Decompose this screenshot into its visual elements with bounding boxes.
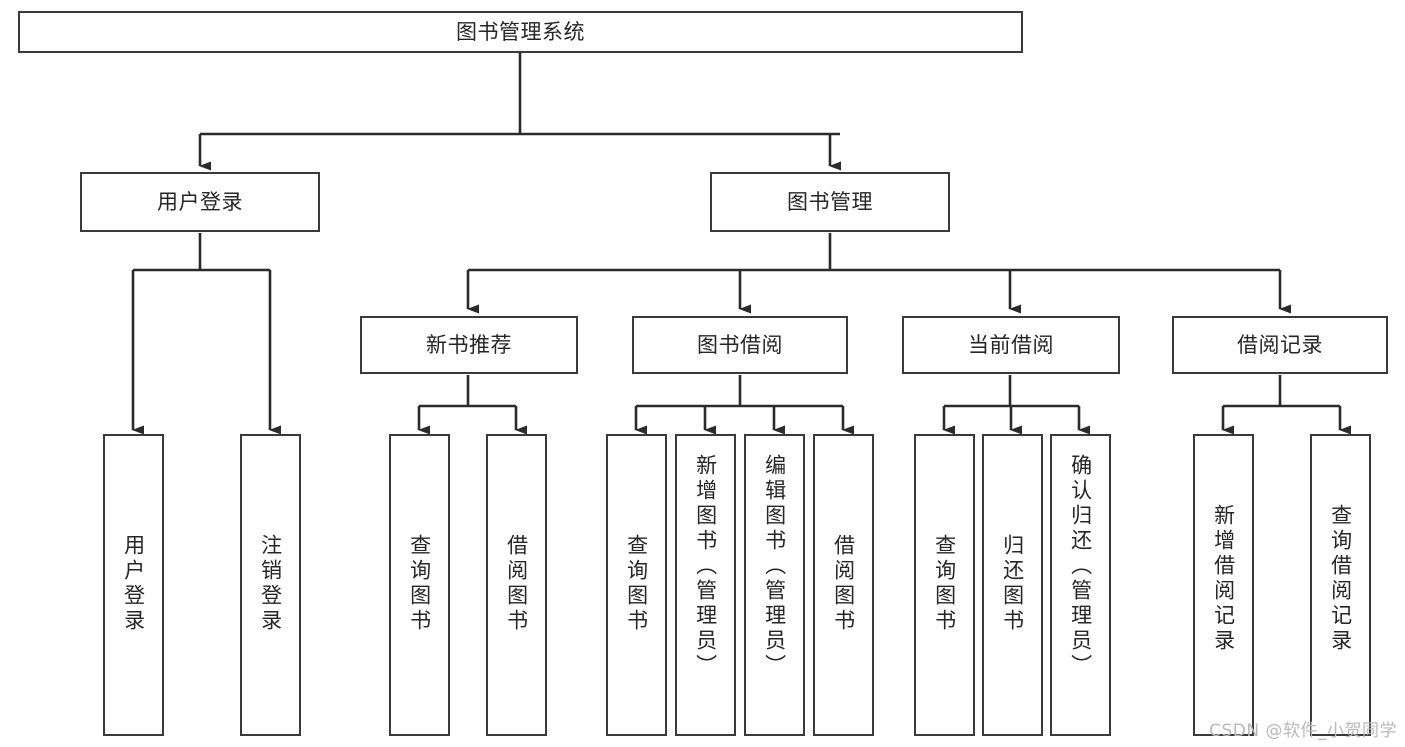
node-leaf-borrow-book-1[interactable]: 借阅图书 — [486, 434, 547, 736]
node-user-login-label: 用户登录 — [157, 189, 243, 214]
node-leaf-query-book-1-label: 查询图书 — [407, 534, 432, 634]
node-leaf-user-login[interactable]: 用户登录 — [103, 434, 164, 736]
node-leaf-borrow-book-1-label: 借阅图书 — [504, 534, 529, 634]
node-leaf-confirm-return[interactable]: 确认归还（管理员） — [1050, 434, 1111, 736]
node-book-borrow-label: 图书借阅 — [697, 332, 783, 357]
node-leaf-query-book-2-label: 查询图书 — [624, 534, 649, 634]
node-book-borrow[interactable]: 图书借阅 — [632, 316, 848, 374]
node-leaf-query-book-2[interactable]: 查询图书 — [606, 434, 667, 736]
node-new-book-recommend-label: 新书推荐 — [426, 332, 512, 357]
node-leaf-edit-book[interactable]: 编辑图书（管理员） — [744, 434, 805, 736]
node-new-book-recommend[interactable]: 新书推荐 — [360, 316, 578, 374]
node-leaf-return-book-label: 归还图书 — [1000, 534, 1025, 634]
node-leaf-user-login-label: 用户登录 — [121, 534, 146, 634]
node-leaf-borrow-book-2[interactable]: 借阅图书 — [813, 434, 874, 736]
node-current-borrow[interactable]: 当前借阅 — [902, 316, 1120, 374]
node-leaf-user-logout-label: 注销登录 — [258, 534, 283, 634]
node-leaf-add-record-label: 新增借阅记录 — [1211, 504, 1236, 654]
node-leaf-query-book-3[interactable]: 查询图书 — [914, 434, 975, 736]
node-leaf-confirm-return-label: 确认归还（管理员） — [1068, 454, 1093, 679]
node-leaf-query-record[interactable]: 查询借阅记录 — [1310, 434, 1371, 736]
node-leaf-edit-book-label: 编辑图书（管理员） — [762, 454, 787, 679]
node-leaf-query-book-3-label: 查询图书 — [932, 534, 957, 634]
node-leaf-query-record-label: 查询借阅记录 — [1328, 504, 1353, 654]
node-borrow-record[interactable]: 借阅记录 — [1172, 316, 1388, 374]
node-book-manage[interactable]: 图书管理 — [710, 172, 950, 232]
node-leaf-user-logout[interactable]: 注销登录 — [240, 434, 301, 736]
node-user-login[interactable]: 用户登录 — [80, 172, 320, 232]
node-leaf-add-record[interactable]: 新增借阅记录 — [1193, 434, 1254, 736]
node-borrow-record-label: 借阅记录 — [1237, 332, 1323, 357]
node-leaf-add-book[interactable]: 新增图书（管理员） — [675, 434, 736, 736]
node-leaf-return-book[interactable]: 归还图书 — [982, 434, 1043, 736]
node-leaf-borrow-book-2-label: 借阅图书 — [831, 534, 856, 634]
node-leaf-add-book-label: 新增图书（管理员） — [693, 454, 718, 679]
node-leaf-query-book-1[interactable]: 查询图书 — [389, 434, 450, 736]
node-book-manage-label: 图书管理 — [787, 189, 873, 214]
node-current-borrow-label: 当前借阅 — [968, 332, 1054, 357]
node-root-system-label: 图书管理系统 — [456, 19, 585, 44]
node-root-system[interactable]: 图书管理系统 — [18, 11, 1023, 53]
